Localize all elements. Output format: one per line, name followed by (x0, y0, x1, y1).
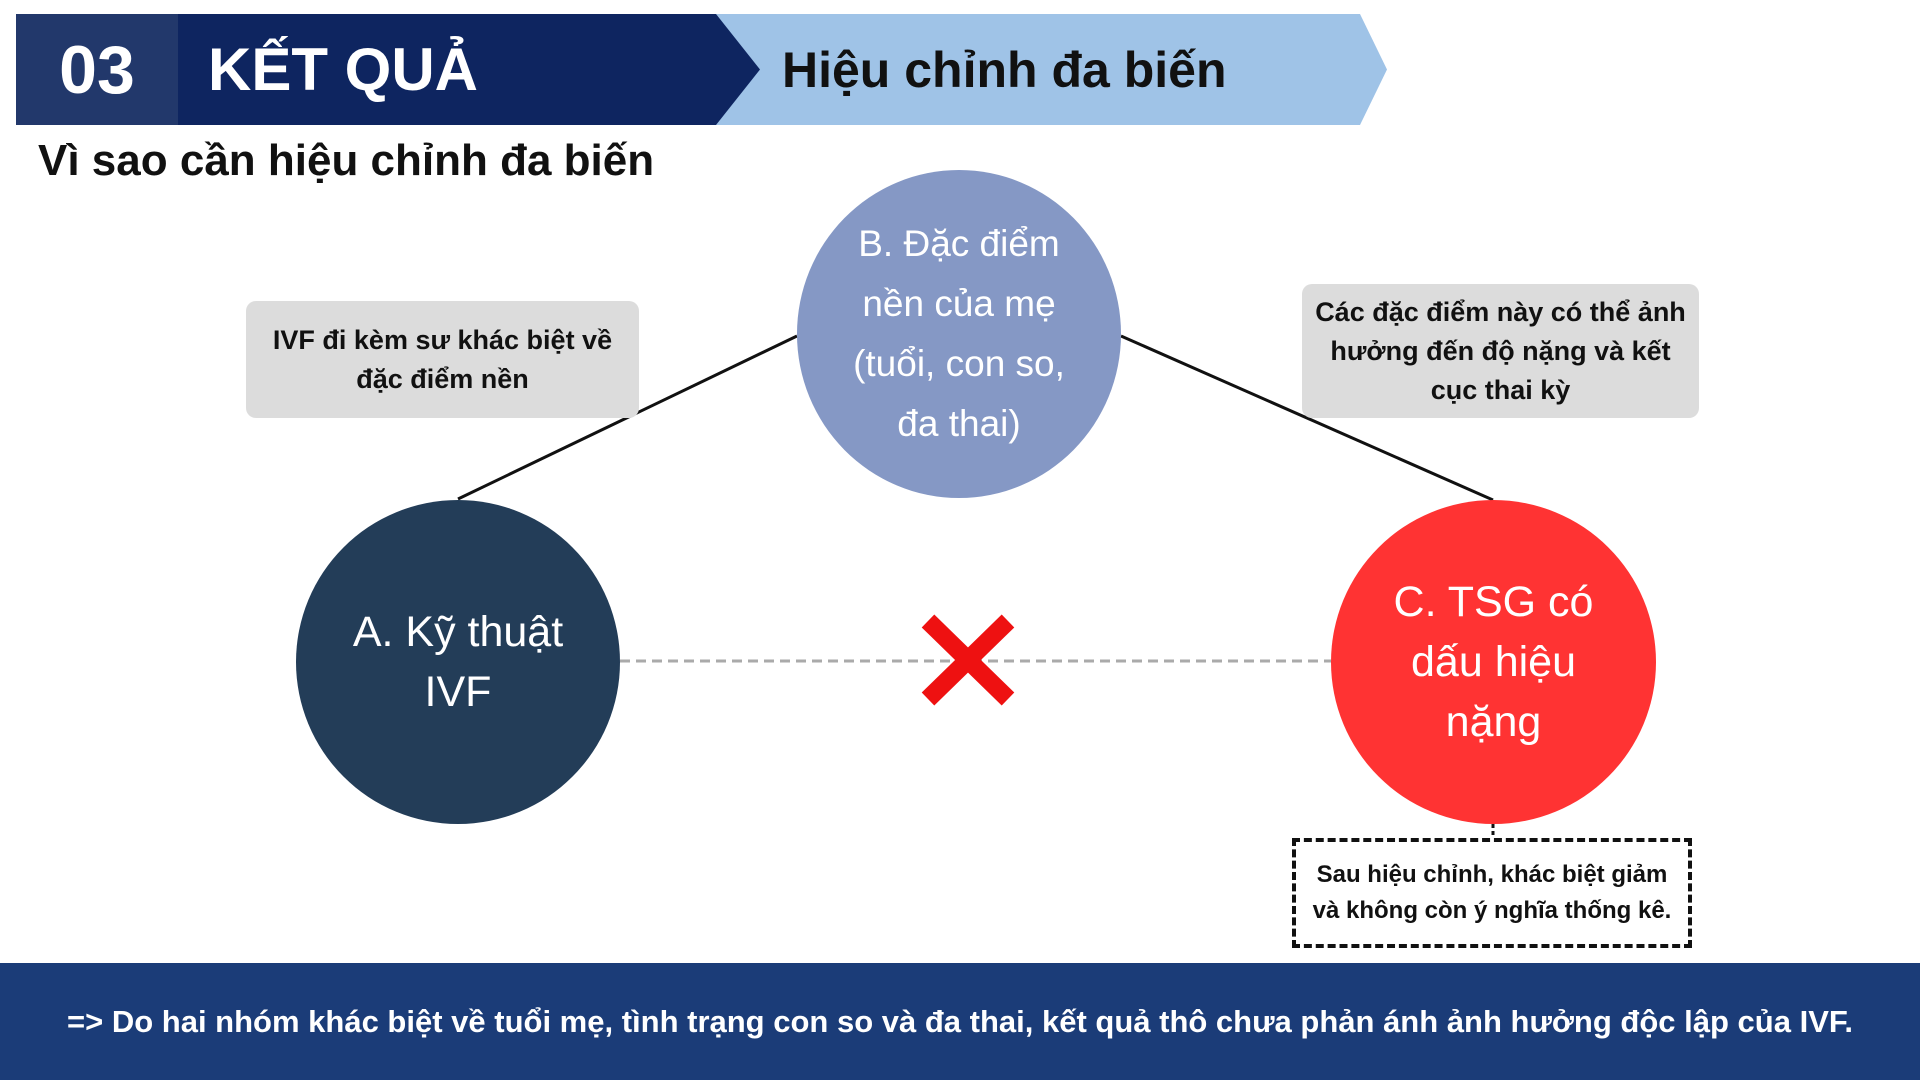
callout-outcome-effect: Các đặc điểm này có thể ảnh hưởng đến độ… (1302, 284, 1699, 418)
section-subtitle: Hiệu chỉnh đa biến (782, 41, 1227, 98)
red-x-icon (921, 614, 1015, 706)
header-title-banner (178, 14, 760, 125)
node-maternal-characteristics: B. Đặc điểm nền của mẹ (tuổi, con so, đa… (797, 170, 1121, 498)
node-ivf-technique: A. Kỹ thuật IVF (296, 500, 620, 824)
adjusted-result-note: Sau hiệu chỉnh, khác biệt giảm và không … (1292, 838, 1692, 948)
header-subtitle-banner (716, 14, 1387, 125)
section-number: 03 (16, 14, 178, 125)
slide-heading: Vì sao cần hiệu chỉnh đa biến (38, 136, 655, 185)
node-severe-preeclampsia: C. TSG có dấu hiệu nặng (1331, 500, 1656, 824)
callout-ivf-baseline: IVF đi kèm sư khác biệt về đặc điểm nền (246, 301, 639, 418)
conclusion-banner: => Do hai nhóm khác biệt về tuổi mẹ, tìn… (0, 963, 1920, 1080)
section-title: KẾT QUẢ (208, 36, 478, 103)
connector-b-c (1120, 334, 1494, 502)
